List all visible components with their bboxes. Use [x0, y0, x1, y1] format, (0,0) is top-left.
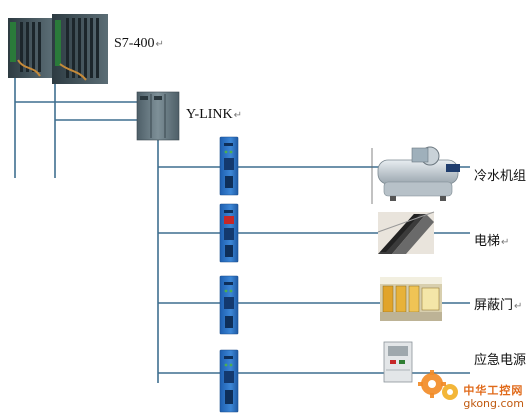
watermark-cn: 中华工控网 — [463, 384, 524, 397]
s7-400-plc-icon — [8, 14, 108, 84]
elevator-icon — [377, 211, 435, 254]
watermark-domain: gkong.com — [463, 397, 524, 410]
gkong-watermark-logo — [418, 370, 458, 400]
chiller-label: 冷水机组 — [474, 169, 527, 184]
coupler-module-4-icon — [219, 349, 239, 413]
s7-400-label: S7-400↵ — [114, 36, 164, 51]
y-link-label: Y-LINK↵ — [186, 107, 243, 122]
connection-lines — [14, 72, 470, 383]
coupler-module-1-icon — [219, 136, 239, 196]
elevator-label: 电梯↵ — [474, 234, 510, 249]
y-link-icon — [136, 91, 180, 141]
screen-door-icon — [380, 277, 442, 321]
coupler-module-2-icon — [219, 203, 239, 263]
coupler-module-3-icon — [219, 275, 239, 335]
emergency-power-cabinet-icon — [383, 341, 413, 383]
watermark: 中华工控网 gkong.com — [463, 382, 524, 410]
screen-door-label: 屏蔽门↵ — [474, 298, 523, 313]
emergency-power-label: 应急电源 — [474, 353, 527, 368]
chiller-unit-icon — [371, 146, 460, 204]
